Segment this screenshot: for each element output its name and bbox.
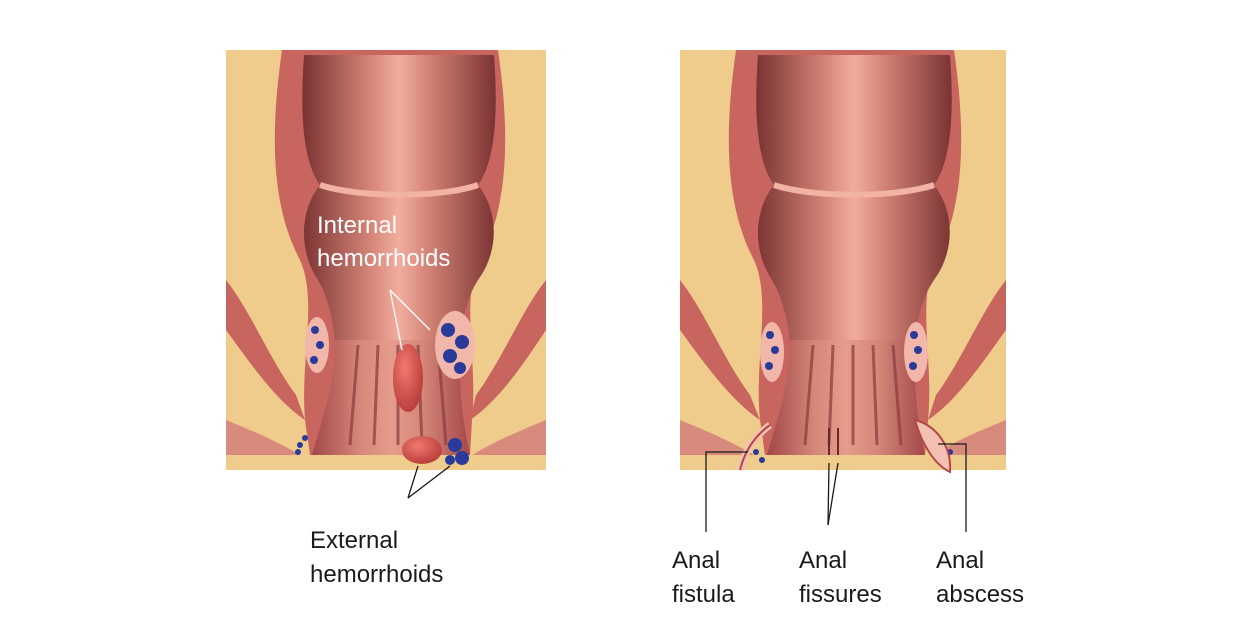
abscess-leader <box>938 443 967 532</box>
levator-muscle-right-a <box>680 280 760 420</box>
anal-abscess <box>913 418 952 474</box>
external-leader-2 <box>407 465 451 499</box>
sphincter-right-b <box>932 420 1006 455</box>
sphincter-left-a <box>226 420 300 455</box>
rectal-lumen-right <box>756 55 952 350</box>
fissures-leader-1 <box>827 462 830 526</box>
internal-leader-1 <box>389 289 403 351</box>
levator-muscle-left-b <box>470 280 546 420</box>
anal-fissures-label-line1: Anal <box>799 547 847 574</box>
right-panel: Anal fistula Anal fissures Anal abscess <box>672 50 1024 608</box>
left-panel: Internal hemorrhoids External hemorrhoid… <box>226 50 546 588</box>
levator-muscle-left-a <box>226 280 305 420</box>
venous-plexus-left <box>295 311 475 465</box>
anal-fistula-label-line1: Anal <box>672 547 720 574</box>
external-hemorrhoids-label-line2: hemorrhoids <box>310 561 443 588</box>
rectal-fold-right <box>773 182 935 198</box>
fistula-leader <box>705 451 748 532</box>
sphincter-left-b <box>472 420 546 455</box>
external-hemorrhoids-label-line1: External <box>310 527 398 554</box>
sphincter-right-a <box>680 420 754 455</box>
internal-leader-2 <box>389 289 431 331</box>
anal-abscess-label-line1: Anal <box>936 547 984 574</box>
anal-fissures-label-line2: fissures <box>799 581 882 608</box>
rectal-lumen-left <box>302 55 496 350</box>
external-leader-1 <box>407 465 419 499</box>
internal-hemorrhoids-label-line2: hemorrhoids <box>317 245 450 272</box>
levator-muscle-right-b <box>928 280 1006 420</box>
external-hemorrhoid <box>402 436 442 464</box>
rectal-fold-left <box>319 182 479 198</box>
anal-fistula-label-line2: fistula <box>672 581 735 608</box>
fissures-leader-2 <box>827 462 839 526</box>
anal-abscess-label-line2: abscess <box>936 581 1024 608</box>
internal-hemorrhoids-label-line1: Internal <box>317 212 397 239</box>
internal-hemorrhoid <box>393 344 423 412</box>
